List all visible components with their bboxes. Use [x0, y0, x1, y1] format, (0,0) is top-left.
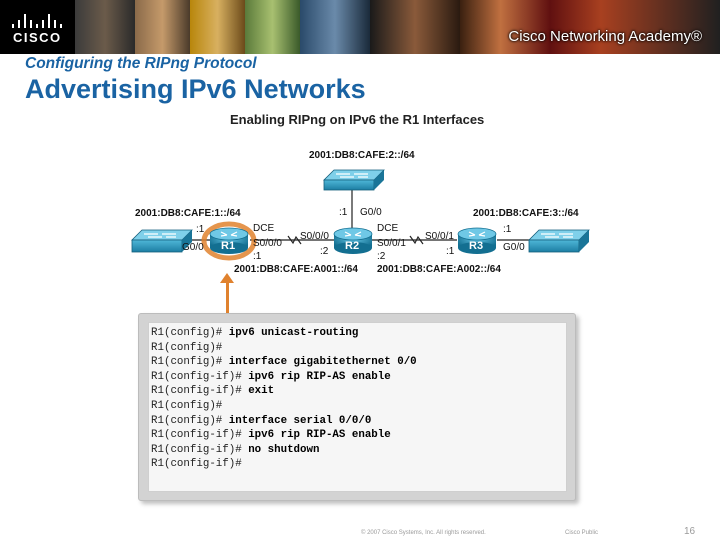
r1-dce-label: DCE — [253, 223, 275, 234]
diagram-title: Enabling RIPng on IPv6 the R1 Interfaces — [230, 112, 485, 127]
r2-g0-host: :1 — [339, 207, 348, 218]
r2-dce-label: DCE — [377, 223, 399, 234]
cli-line: R1(config-if)# exit — [151, 385, 275, 398]
footer-copyright: © 2007 Cisco Systems, Inc. All rights re… — [361, 530, 486, 536]
lan-r2-prefix: 2001:DB8:CAFE:2::/64 — [309, 150, 415, 161]
cli-output: R1(config)# ipv6 unicast-routing R1(conf… — [148, 322, 567, 492]
cli-line: R1(config-if)# no shutdown — [151, 443, 320, 456]
callout-arrow-line — [226, 280, 229, 314]
r2-g0-interface: G0/0 — [360, 207, 382, 218]
banner-photo-strip — [75, 0, 720, 54]
cisco-bars-icon — [12, 14, 66, 28]
slide-subtitle: Configuring the RIPng Protocol — [25, 55, 257, 72]
header-banner: CISCO Cisco Networking Academy® — [0, 0, 720, 54]
r3-g0-host: :1 — [503, 224, 512, 235]
cli-line: R1(config)# interface gigabitethernet 0/… — [151, 356, 417, 369]
r1-g0-interface: G0/0 — [182, 242, 204, 253]
r1-s0-host: :1 — [253, 251, 262, 262]
r3-s0-host: :1 — [446, 246, 455, 257]
r1-g0-host: :1 — [196, 224, 205, 235]
router-r1-icon — [201, 221, 257, 261]
switch-icon — [131, 229, 193, 253]
r1-s0-interface: S0/0/0 — [253, 238, 282, 249]
router-r2-label: R2 — [345, 240, 360, 252]
cli-line: R1(config)# interface serial 0/0/0 — [151, 414, 372, 427]
r2-s0-right-host: :2 — [377, 251, 386, 262]
cisco-logo: CISCO — [0, 0, 75, 54]
r2-s0-left-host: :2 — [320, 246, 329, 257]
page-number: 16 — [684, 526, 696, 537]
cli-line: R1(config)# — [151, 341, 223, 354]
wan-right-prefix: 2001:DB8:CAFE:A002::/64 — [377, 264, 501, 275]
cli-line: R1(config)# ipv6 unicast-routing — [151, 327, 359, 339]
cli-line: R1(config-if)# ipv6 rip RIP-AS enable — [151, 370, 391, 383]
cli-line: R1(config)# — [151, 399, 223, 412]
config-panel: R1(config)# ipv6 unicast-routing R1(conf… — [138, 313, 576, 501]
lan-r3-prefix: 2001:DB8:CAFE:3::/64 — [473, 208, 579, 219]
slide-title: Advertising IPv6 Networks — [25, 74, 366, 104]
cli-line: R1(config-if)# — [151, 458, 242, 471]
wan-left-prefix: 2001:DB8:CAFE:A001::/64 — [234, 264, 358, 275]
router-r3-label: R3 — [469, 240, 484, 252]
r2-s0-right-interface: S0/0/1 — [377, 238, 406, 249]
network-topology-diagram — [131, 169, 590, 261]
footer-classification: Cisco Public — [565, 530, 599, 536]
router-r2-icon — [333, 227, 373, 254]
switch-icon — [528, 229, 590, 253]
router-r3-icon — [457, 227, 497, 254]
r3-s0-interface: S0/0/1 — [425, 231, 454, 242]
router-r1-label: R1 — [221, 240, 236, 252]
academy-name: Cisco Networking Academy® — [508, 28, 702, 45]
r2-s0-left-interface: S0/0/0 — [300, 231, 329, 242]
switch-icon — [323, 169, 385, 191]
r3-g0-interface: G0/0 — [503, 242, 525, 253]
cli-line: R1(config-if)# ipv6 rip RIP-AS enable — [151, 429, 391, 442]
cisco-wordmark: CISCO — [13, 30, 62, 45]
callout-arrow-icon — [220, 273, 234, 283]
lan-r1-prefix: 2001:DB8:CAFE:1::/64 — [135, 208, 241, 219]
